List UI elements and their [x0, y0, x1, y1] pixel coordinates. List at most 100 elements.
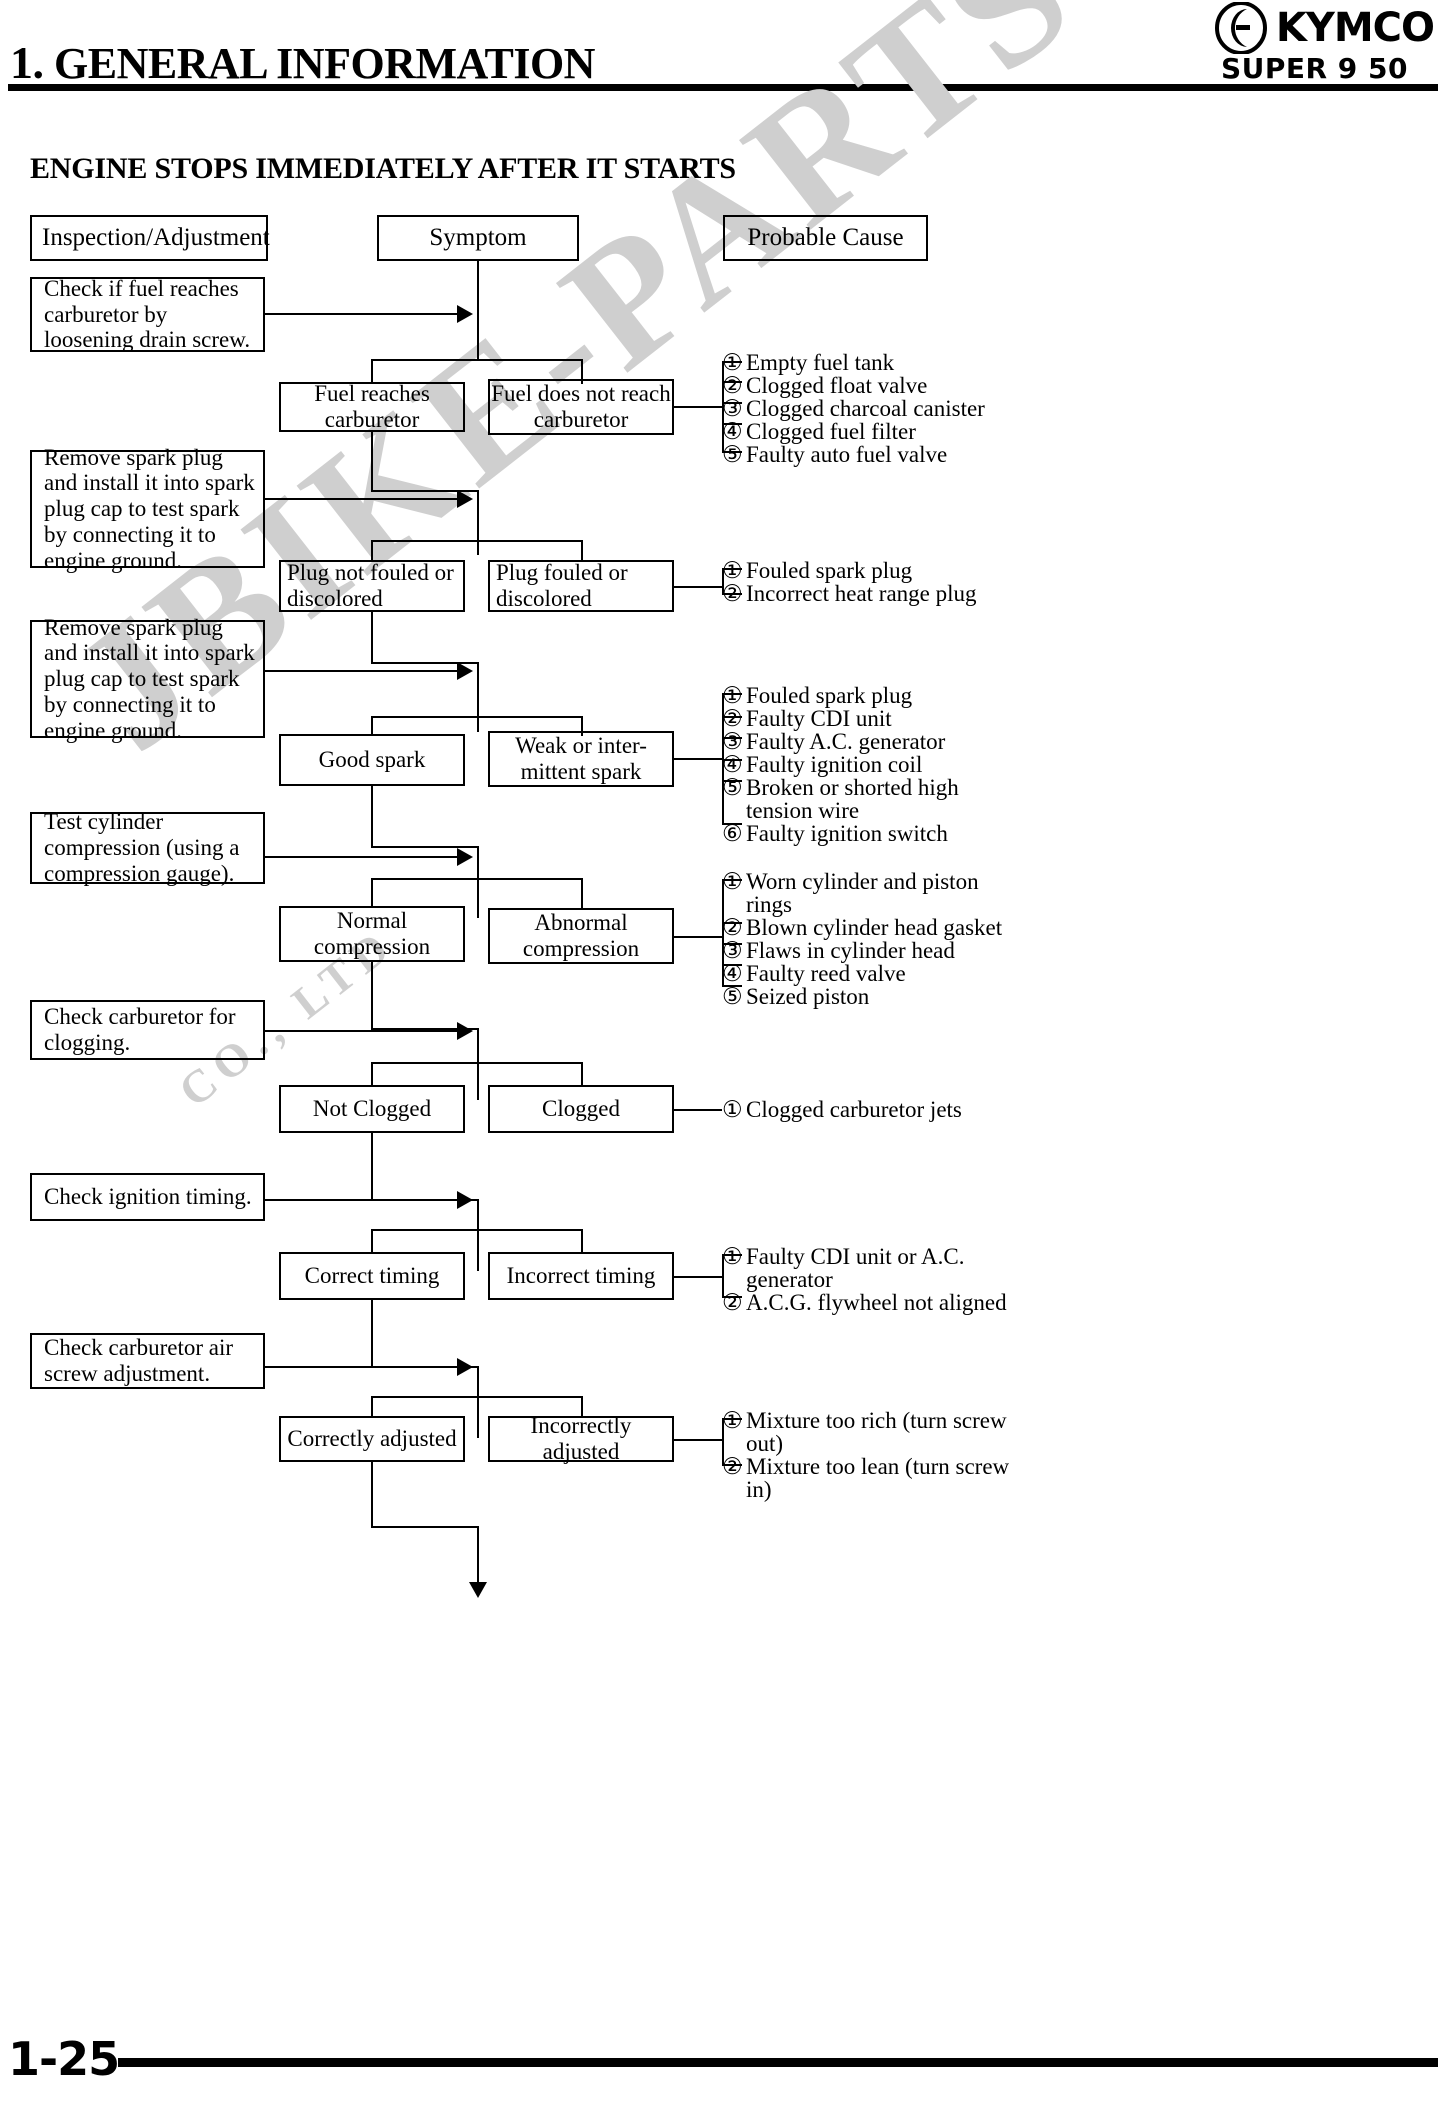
header-divider	[8, 84, 1438, 91]
cause-bracket-stub	[722, 381, 742, 383]
cause-bracket-stub	[722, 568, 742, 570]
connector-down-right	[581, 1062, 583, 1087]
inspection-box-air-screw: Check carburetor air screw adjustment.	[30, 1333, 265, 1389]
cause-number: ③	[722, 396, 743, 421]
cause-text: Clogged charcoal canister	[746, 396, 985, 421]
symptom-box-ng-spark: Weak or inter-mittent spark	[488, 731, 674, 787]
cause-bracket-stub	[722, 716, 742, 718]
cause-number: ①	[722, 558, 743, 583]
cause-bracket	[722, 361, 724, 453]
connector-arrow-line	[265, 1199, 461, 1201]
connector-split-bar	[371, 878, 583, 880]
connector-down-right	[581, 359, 583, 384]
cause-text-line: Faulty CDI unit or A.C.	[746, 1244, 965, 1269]
connector-down-left	[371, 1062, 373, 1087]
cause-text-continuation: out)	[746, 1431, 784, 1456]
chapter-title-text: GENERAL INFORMATION	[54, 39, 595, 88]
connector-arrow-line	[265, 313, 461, 315]
connector-down-left	[371, 1229, 373, 1254]
symptom-box-ok-clogging: Not Clogged	[279, 1085, 465, 1133]
symptom-box-ok-fuel: Fuel reaches carburetor	[279, 381, 465, 432]
connector-ok-over	[371, 1028, 479, 1030]
connector-ok-down	[371, 1300, 373, 1368]
cause-number: ①	[722, 683, 743, 708]
cause-number: ①	[722, 350, 743, 375]
connector-spine	[477, 1028, 479, 1100]
inspection-box-carb-clogging: Check carburetor for clogging.	[30, 1000, 265, 1060]
connector-exit-spine	[477, 1526, 479, 1584]
cause-bracket-stub	[722, 879, 742, 881]
connector-arrowhead	[457, 1022, 473, 1040]
cause-number: ③	[722, 938, 743, 963]
connector-down-left	[371, 1396, 373, 1418]
chapter-number: 1.	[10, 37, 44, 88]
connector-down-right	[581, 716, 583, 736]
cause-bracket-stub	[722, 737, 742, 739]
cause-text: Fouled spark plug	[746, 683, 913, 708]
connector-split-bar	[371, 359, 583, 361]
cause-bracket-stub	[722, 1464, 742, 1466]
page-title: 1. GENERAL INFORMATION	[10, 36, 595, 89]
cause-number: ②	[722, 706, 743, 731]
connector-down-left	[371, 540, 373, 562]
connector-ok-down	[371, 432, 373, 492]
connector-split-bar	[371, 540, 583, 542]
connector-arrow-line	[265, 498, 461, 500]
cause-bracket-stub	[722, 1418, 742, 1420]
connector-exit-down	[371, 1462, 373, 1528]
cause-text-continuation: rings	[746, 892, 792, 917]
cause-text: Faulty ignition switch	[746, 821, 948, 846]
symptom-box-ng-plug: Plug fouled or discolored	[488, 560, 674, 612]
symptom-box-ok-air-screw: Correctly adjusted	[279, 1416, 465, 1462]
cause-text: Blown cylinder head gasket	[746, 915, 1003, 940]
cause-text: A.C.G. flywheel not aligned	[746, 1290, 1007, 1315]
cause-number: ①	[722, 1244, 743, 1269]
connector-down-right	[581, 1229, 583, 1254]
kymco-wordmark: KYMCO	[1275, 5, 1435, 51]
cause-link-line	[674, 1439, 722, 1441]
cause-text: Faulty A.C. generator	[746, 729, 946, 754]
page-number: 1-25	[8, 2032, 120, 2086]
inspection-box-spark-plug-2: Remove spark plug and install it into sp…	[30, 615, 265, 743]
cause-text: Seized piston	[746, 984, 870, 1009]
cause-text-line: Mixture too rich (turn screw	[746, 1408, 1007, 1433]
cause-text-line: Broken or shorted high	[746, 775, 959, 800]
connector-ok-down	[371, 786, 373, 848]
cause-text: Fouled spark plug	[746, 558, 913, 583]
symptom-box-ok-spark: Good spark	[279, 734, 465, 786]
column-header-inspection: Inspection/Adjustment	[30, 215, 270, 261]
cause-bracket-stub	[722, 780, 742, 782]
cause-link-line	[674, 1109, 722, 1111]
cause-bracket-stub	[722, 985, 742, 987]
inspection-box-spark-plug-1: Remove spark plug and install it into sp…	[30, 445, 265, 573]
cause-number: ④	[722, 961, 743, 986]
symptom-box-ng-air-screw: Incorrectly adjusted	[488, 1413, 674, 1464]
inspection-box-fuel: Check if fuel reaches carburetor by loos…	[30, 276, 265, 352]
cause-text: Clogged carburetor jets	[746, 1097, 962, 1122]
cause-text: Incorrect heat range plug	[746, 581, 977, 606]
symptom-box-ng-timing: Incorrect timing	[488, 1252, 674, 1300]
connector-down-right	[581, 540, 583, 562]
connector-arrowhead	[457, 1191, 473, 1209]
cause-bracket	[722, 1254, 724, 1298]
connector-split-bar	[371, 716, 583, 718]
connector-spine	[477, 261, 479, 361]
cause-text: Faulty auto fuel valve	[746, 442, 948, 467]
